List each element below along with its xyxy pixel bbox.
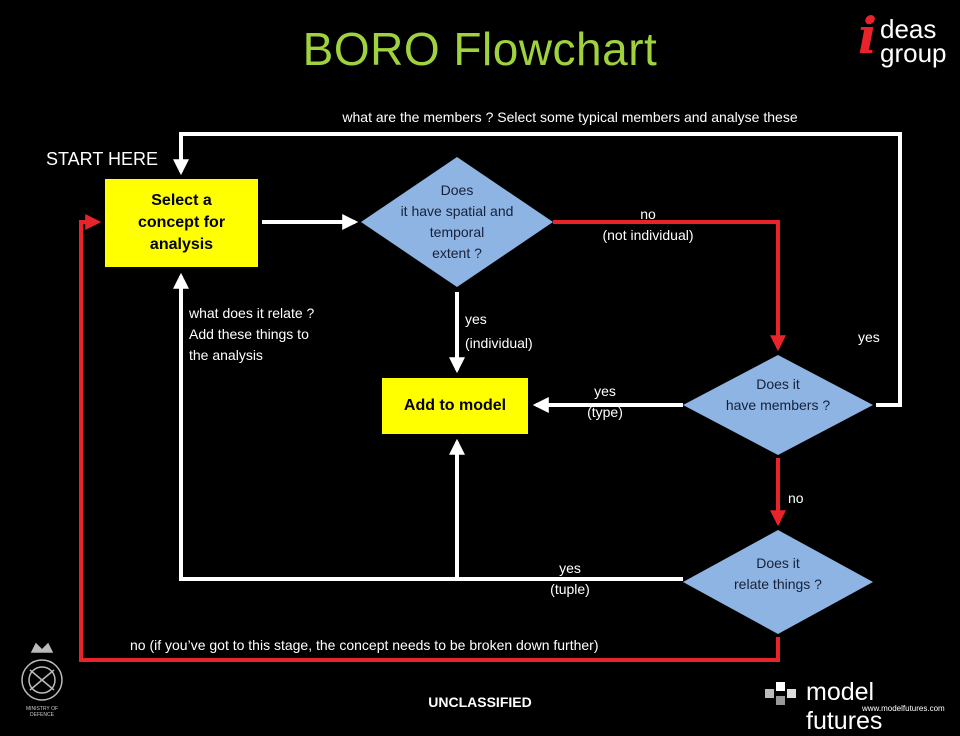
relate-loop-line: what does it relate ?: [189, 305, 315, 321]
no-not-individual-label: no (not individual): [578, 204, 718, 246]
add-to-model-box: [382, 378, 528, 434]
add-to-model-label: Add to model: [382, 378, 528, 434]
mod-logo-text: MINISTRY OF DEFENCE: [25, 706, 59, 718]
spatial-no-arrow: [553, 220, 786, 352]
spatial-question-line: it have spatial and: [400, 203, 514, 219]
members-yes-label: yes: [858, 329, 880, 345]
spatial-question-line: temporal: [429, 224, 485, 240]
edge-label-line: (individual): [465, 335, 533, 351]
relate-question-line: Does it: [756, 555, 800, 571]
relate-loop-line: the analysis: [189, 347, 263, 363]
ideas-logo-word: deas: [880, 14, 937, 44]
relate-decision-diamond: [683, 530, 873, 634]
page-title: BORO Flowchart: [302, 23, 658, 75]
edge-label-line: yes: [465, 311, 487, 327]
ideas-logo-group: group: [880, 38, 947, 68]
edge-label-line: yes: [559, 560, 581, 576]
model-futures-url: www.modelfutures.com: [862, 704, 945, 713]
relate-loop-arrow: [173, 272, 683, 581]
spatial-question-text: Does it have spatial and temporal extent…: [367, 180, 547, 264]
members-loop-label: what are the members ? Select some typic…: [342, 109, 798, 125]
select-concept-text: Select a concept for analysis: [137, 192, 226, 253]
ideas-group-logo: i deas group: [858, 6, 947, 68]
select-concept-box: [105, 179, 258, 267]
mod-logo: MINISTRY OF DEFENCE: [14, 638, 70, 718]
members-question-text: Does it have members ?: [698, 374, 858, 416]
relate-question-text: Does it relate things ?: [698, 553, 858, 595]
add-to-model-text: Add to model: [403, 397, 507, 414]
mod-crest: [21, 642, 63, 701]
yes-tuple-label: yes (tuple): [535, 558, 605, 600]
ideas-logo-i: i: [858, 6, 877, 65]
model-futures-logo-blocks: [765, 682, 796, 705]
no-breakdown-label: no (if you’ve got to this stage, the con…: [130, 637, 599, 653]
members-no-label: no: [788, 490, 804, 506]
edge-label-line: (tuple): [550, 581, 590, 597]
edge-label-line: (type): [587, 404, 623, 420]
edge-label-line: no: [640, 206, 656, 222]
model-futures-logo: model futures www.modelfutures.com: [762, 678, 948, 735]
spatial-question-line: Does: [440, 182, 474, 198]
members-decision-diamond: [683, 355, 873, 455]
start-here-label: START HERE: [46, 149, 159, 169]
select-concept-label: Select a concept for analysis: [105, 179, 258, 267]
members-yes-loop-arrow: [173, 132, 902, 407]
relate-no-arrow: [79, 214, 780, 662]
classification-marking: UNCLASSIFIED: [428, 694, 532, 710]
edge-label-line: yes: [594, 383, 616, 399]
yes-type-label: yes (type): [570, 381, 640, 423]
members-question-line: Does it: [756, 376, 800, 392]
relate-question-line: relate things ?: [734, 576, 822, 592]
relate-loop-line: Add these things to: [189, 326, 309, 342]
yes-individual-label: yes (individual): [465, 309, 533, 354]
edge-label-line: (not individual): [602, 227, 694, 243]
members-question-line: have members ?: [725, 397, 831, 413]
spatial-decision-diamond: [361, 157, 553, 287]
spatial-question-line: extent ?: [432, 245, 482, 261]
flowchart-canvas: [21, 132, 902, 705]
relate-loop-label: what does it relate ? Add these things t…: [189, 303, 314, 366]
